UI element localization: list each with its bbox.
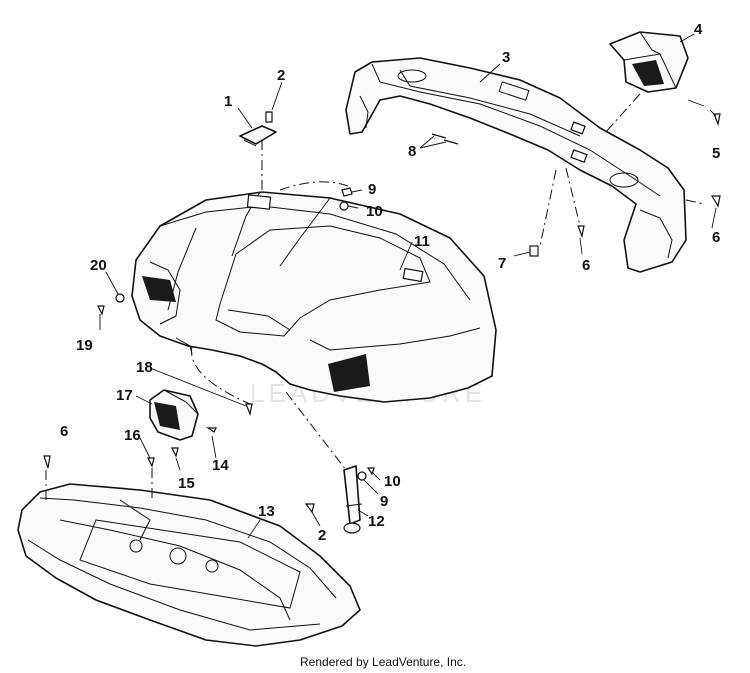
callout-10: 10 <box>384 473 401 490</box>
callout-12: 12 <box>368 513 385 530</box>
callout-18: 18 <box>136 359 153 376</box>
part-17-light-housing[interactable] <box>149 389 199 441</box>
footer-credit: Rendered by LeadVenture, Inc. <box>300 655 466 669</box>
part-13-floor-pan[interactable] <box>17 483 361 647</box>
callout-16: 16 <box>124 427 141 444</box>
callout-8: 8 <box>408 143 416 160</box>
callout-15: 15 <box>178 475 195 492</box>
hardware <box>43 111 721 514</box>
callout-20: 20 <box>90 257 107 274</box>
callout-7: 7 <box>498 255 506 272</box>
callout-5: 5 <box>712 145 720 162</box>
callout-19: 19 <box>76 337 93 354</box>
part-3-rear-fender[interactable] <box>345 57 687 273</box>
callout-2: 2 <box>318 527 326 544</box>
callout-11: 11 <box>414 233 430 250</box>
callout-9: 9 <box>380 493 388 510</box>
callout-17: 17 <box>116 387 133 404</box>
callout-6: 6 <box>712 229 720 246</box>
connection-lines <box>45 93 705 500</box>
callout-14: 14 <box>212 457 229 474</box>
callout-2: 2 <box>277 67 285 84</box>
part-12-latch[interactable] <box>343 465 363 534</box>
callout-13: 13 <box>258 503 275 520</box>
callout-3: 3 <box>502 49 510 66</box>
callout-4: 4 <box>694 21 703 38</box>
part-1-bracket[interactable] <box>239 125 277 147</box>
callouts: 1 2 3 4 5 6 6 6 7 8 9 9 10 10 11 12 13 1… <box>60 21 720 544</box>
callout-1: 1 <box>224 93 232 110</box>
part-4-duct[interactable] <box>609 31 689 93</box>
part-11-hood[interactable] <box>131 191 497 403</box>
leader-lines <box>99 33 717 539</box>
callout-10: 10 <box>366 203 383 220</box>
callout-6: 6 <box>60 423 68 440</box>
callout-9: 9 <box>368 181 376 198</box>
callout-6: 6 <box>582 257 590 274</box>
